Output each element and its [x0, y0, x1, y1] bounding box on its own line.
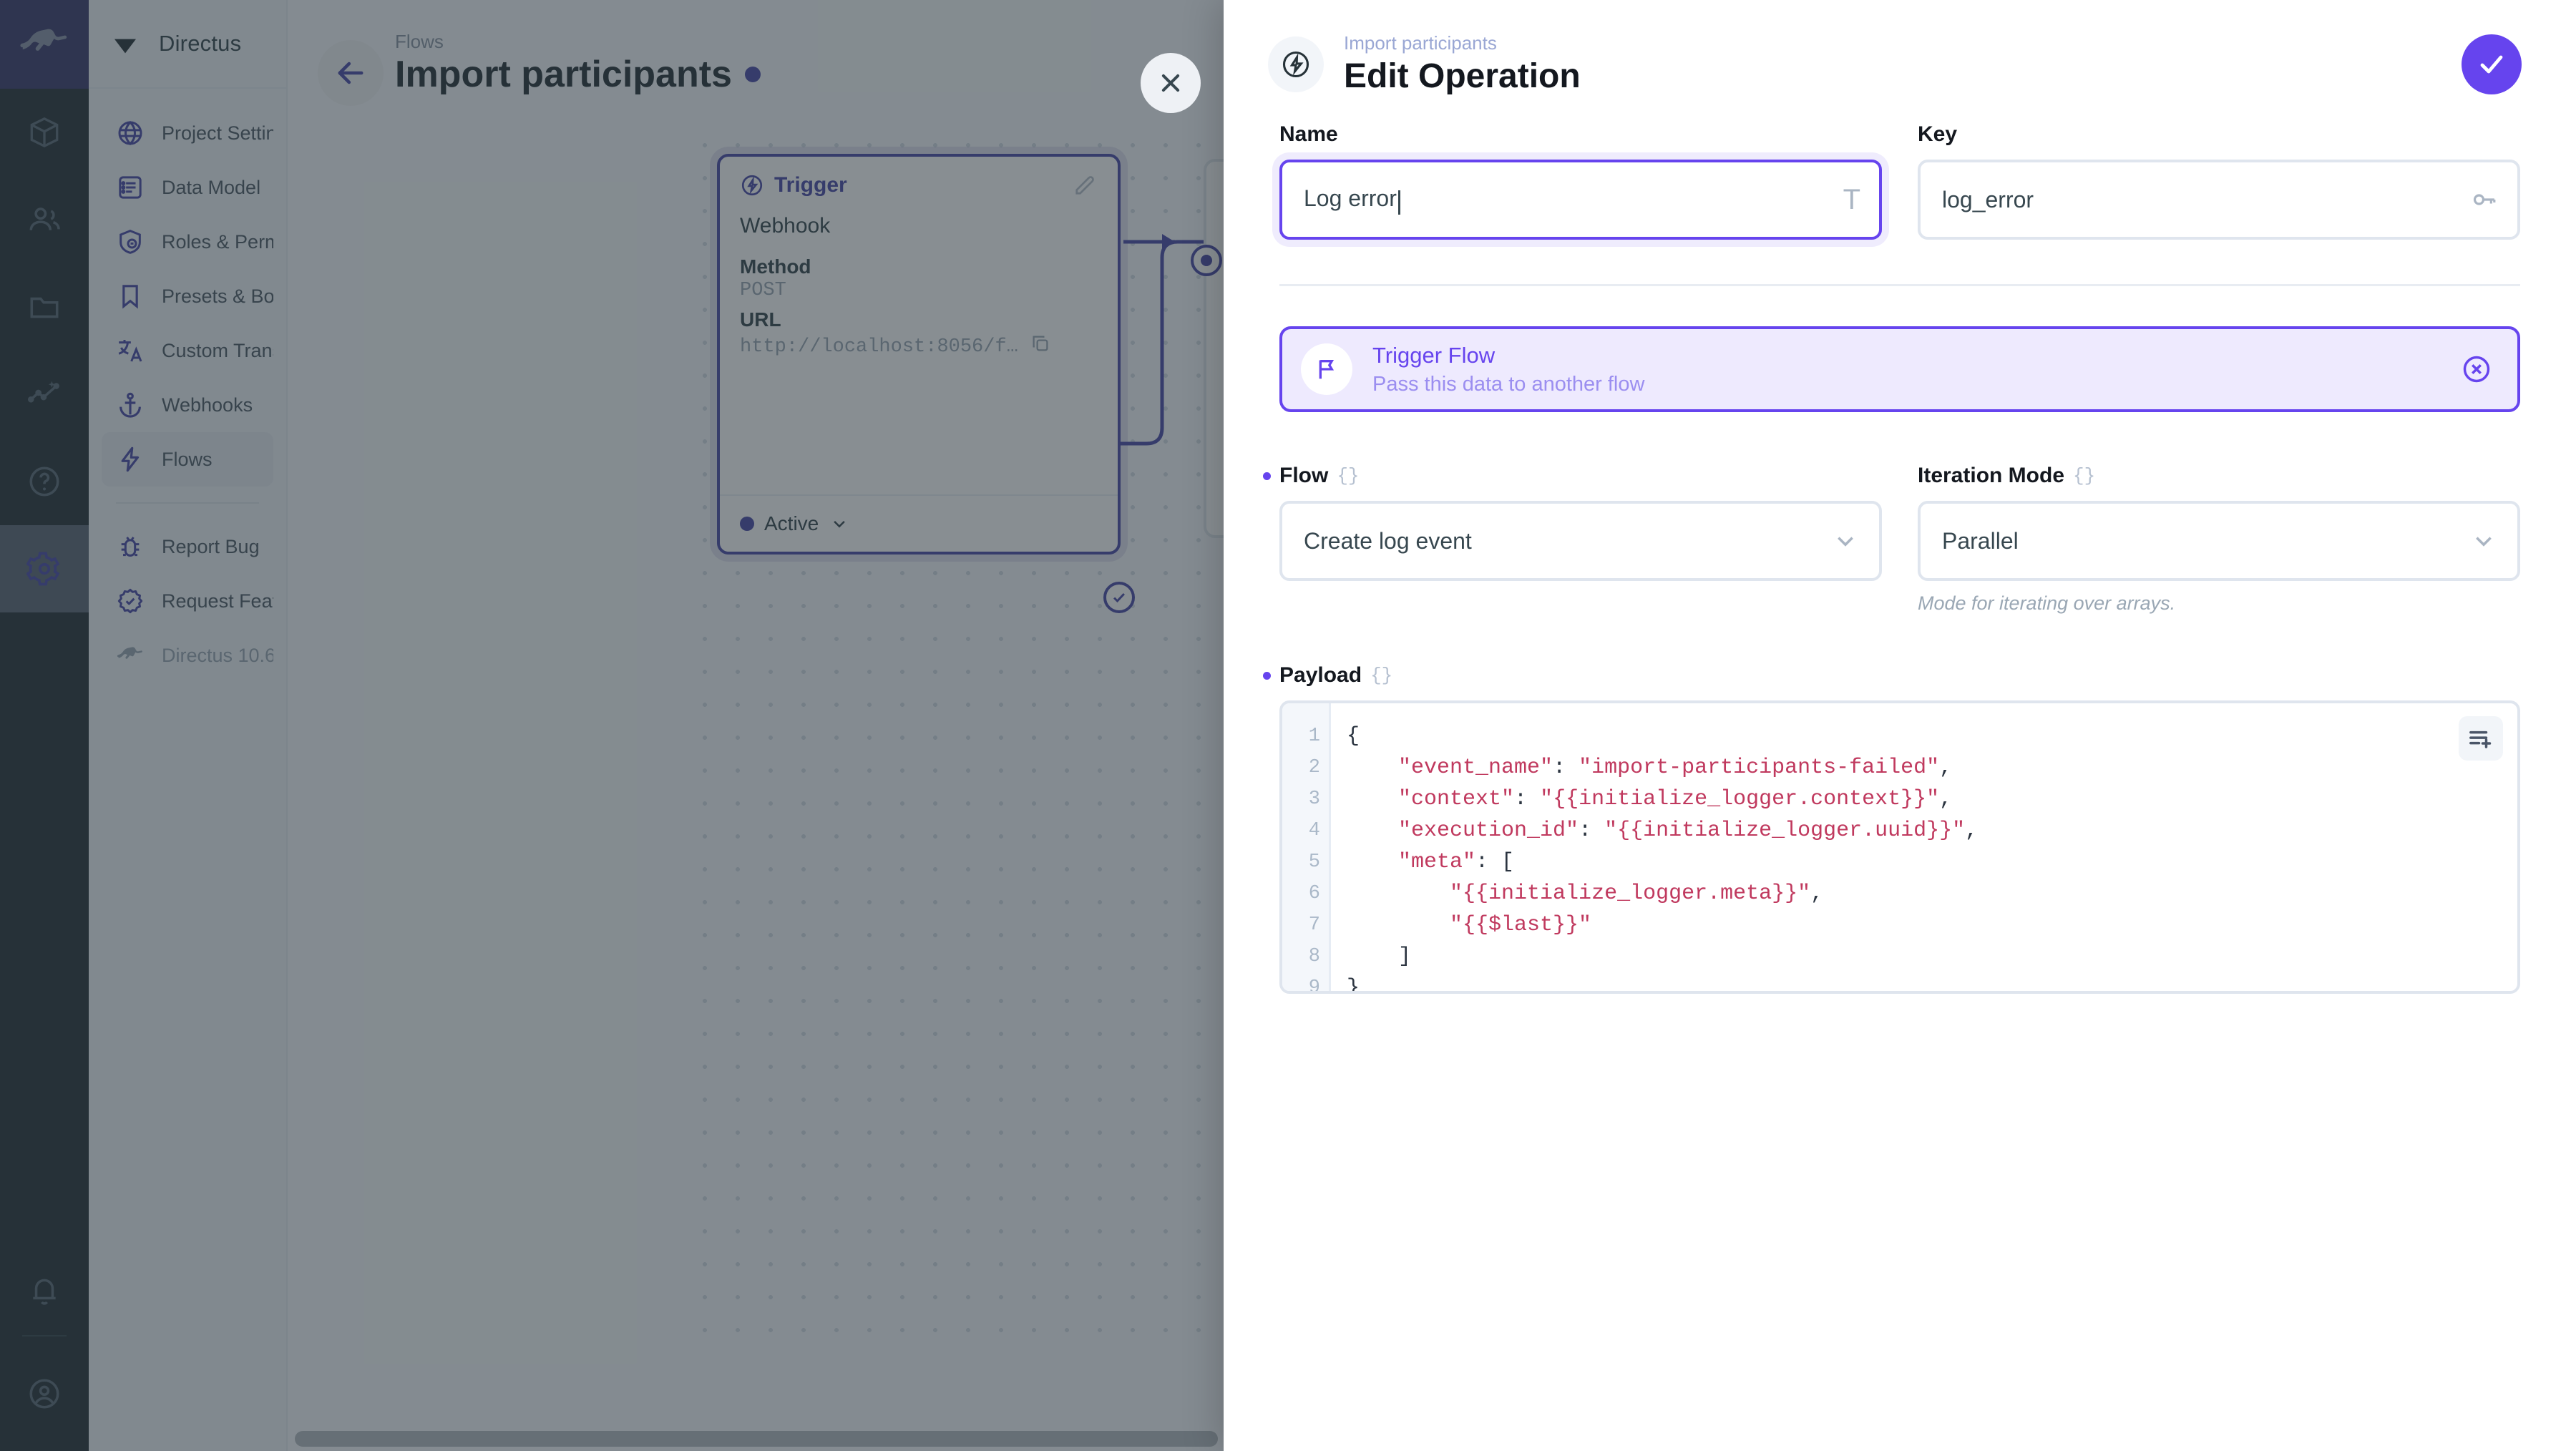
editor-code-content[interactable]: { "event_name": "import-participants-fai…	[1331, 703, 2517, 991]
operation-type-banner[interactable]: Trigger Flow Pass this data to another f…	[1279, 326, 2520, 413]
editor-token: "context"	[1398, 787, 1515, 812]
editor-token: "execution_id"	[1398, 819, 1579, 844]
flow-select-value: Create log event	[1304, 527, 1472, 554]
drawer-title: Edit Operation	[1344, 57, 1581, 95]
check-icon	[2480, 55, 2503, 74]
name-field-group: Name Log error T	[1279, 122, 1882, 240]
close-circle-icon	[2463, 356, 2490, 383]
drawer-body: Name Log error T Key log_error	[1224, 122, 2576, 995]
iteration-field-note: Mode for iterating over arrays.	[1918, 592, 2176, 615]
editor-token: "event_name"	[1398, 756, 1553, 781]
playlist-add-icon[interactable]	[2459, 716, 2503, 761]
save-button[interactable]	[2462, 34, 2522, 94]
drawer-header: Import participants Edit Operation	[1224, 0, 2576, 122]
editor-line: {	[1347, 720, 2517, 752]
editor-line-number: 6	[1308, 883, 1320, 905]
editor-line: "execution_id": "{{initialize_logger.uui…	[1347, 815, 2517, 846]
bolt-circle-icon	[1268, 36, 1324, 92]
iteration-mode-value: Parallel	[1942, 527, 2019, 554]
editor-line-number: 7	[1308, 914, 1320, 937]
flow-field-group: Flow {} Create log event	[1263, 464, 1882, 615]
editor-token	[1347, 913, 1450, 937]
drawer-backdrop[interactable]	[0, 0, 1352, 1451]
editor-token: : [	[1475, 850, 1515, 875]
text-caret	[1397, 190, 1400, 215]
editor-token: ,	[1939, 756, 1953, 781]
iteration-mode-select[interactable]: Parallel	[1918, 501, 2520, 582]
editor-token: :	[1514, 787, 1541, 812]
chevron-down-icon	[2469, 526, 2499, 556]
operation-banner-subtitle: Pass this data to another flow	[1372, 372, 1645, 396]
editor-token: "import-participants-failed"	[1579, 756, 1940, 781]
editor-line: "{{initialize_logger.meta}}",	[1347, 878, 2517, 909]
flow-field-label: Flow {}	[1263, 464, 1882, 488]
editor-token: ]	[1347, 944, 1412, 969]
drawer-subtitle: Import participants	[1344, 32, 1497, 54]
key-field-label: Key	[1918, 122, 1958, 147]
editor-line-number: 3	[1308, 788, 1320, 811]
required-indicator	[1263, 671, 1271, 680]
editor-token: "{{initialize_logger.context}}"	[1540, 787, 1940, 812]
key-input-value: log_error	[1942, 186, 2034, 212]
editor-token: ,	[1939, 787, 1953, 812]
editor-line-number: 5	[1308, 851, 1320, 874]
operation-banner-title: Trigger Flow	[1372, 342, 1496, 368]
iteration-field-group: Iteration Mode {} Parallel Mode for iter…	[1918, 464, 2520, 615]
iteration-field-label: Iteration Mode {}	[1918, 464, 2096, 488]
editor-line-number: 1	[1308, 726, 1320, 748]
editor-token: :	[1579, 819, 1605, 844]
editor-line: "event_name": "import-participants-faile…	[1347, 752, 2517, 783]
flag-icon	[1301, 343, 1352, 396]
required-indicator	[1263, 472, 1271, 480]
payload-field-label: Payload {}	[1263, 663, 2520, 688]
chevron-down-icon	[1830, 526, 1860, 556]
editor-line: "{{$last}}"	[1347, 909, 2517, 941]
payload-field-group: Payload {} 1 2 3 4 5 6 7 8 9 { "event_name": "im…	[1263, 663, 2520, 995]
editor-token: "{{initialize_logger.meta}}"	[1450, 881, 1811, 907]
name-field-label: Name	[1279, 122, 1338, 147]
editor-token	[1347, 850, 1398, 874]
close-x-icon	[1161, 74, 1180, 92]
editor-line: }	[1347, 972, 2517, 991]
edit-operation-drawer: Import participants Edit Operation Name …	[1141, 0, 2576, 1451]
flow-select[interactable]: Create log event	[1279, 501, 1882, 582]
text-format-icon: T	[1843, 184, 1860, 216]
close-drawer-button[interactable]	[1141, 53, 1201, 113]
key-icon	[2470, 185, 2499, 214]
editor-token: {	[1347, 724, 1360, 749]
editor-token	[1347, 819, 1398, 843]
editor-line: ]	[1347, 941, 2517, 972]
editor-token: ,	[1810, 881, 1824, 907]
editor-token: :	[1553, 756, 1579, 781]
editor-token	[1347, 881, 1450, 906]
drawer-divider	[1279, 284, 2520, 287]
clear-operation-button[interactable]	[2460, 353, 2493, 386]
editor-line-numbers: 1 2 3 4 5 6 7 8 9	[1282, 703, 1331, 995]
name-input-value: Log error	[1304, 185, 1397, 212]
key-input[interactable]: log_error	[1918, 160, 2520, 240]
name-input[interactable]: Log error T	[1279, 160, 1882, 240]
editor-token: "{{initialize_logger.uuid}}"	[1604, 819, 1966, 844]
editor-token	[1347, 756, 1398, 780]
editor-line-number: 2	[1308, 757, 1320, 779]
raw-value-toggle[interactable]: {}	[2073, 465, 2096, 487]
editor-line: "meta": [	[1347, 846, 2517, 878]
raw-value-toggle[interactable]: {}	[1370, 665, 1393, 687]
editor-token: "meta"	[1398, 850, 1476, 875]
raw-value-toggle[interactable]: {}	[1337, 465, 1360, 487]
payload-code-editor[interactable]: 1 2 3 4 5 6 7 8 9 { "event_name": "import-partic…	[1279, 700, 2520, 995]
editor-token: }	[1347, 976, 1360, 992]
editor-token: "{{$last}}"	[1450, 913, 1592, 938]
editor-line-number: 8	[1308, 946, 1320, 968]
key-field-group: Key log_error	[1918, 122, 2520, 240]
editor-line-number: 4	[1308, 820, 1320, 842]
editor-token	[1347, 787, 1398, 811]
name-key-row: Name Log error T Key log_error	[1279, 122, 2520, 240]
flow-iteration-row: Flow {} Create log event Iteration Mode …	[1263, 464, 2520, 615]
editor-line: "context": "{{initialize_logger.context}…	[1347, 783, 2517, 815]
editor-line-number: 9	[1308, 977, 1320, 995]
editor-token: ,	[1965, 819, 1979, 844]
